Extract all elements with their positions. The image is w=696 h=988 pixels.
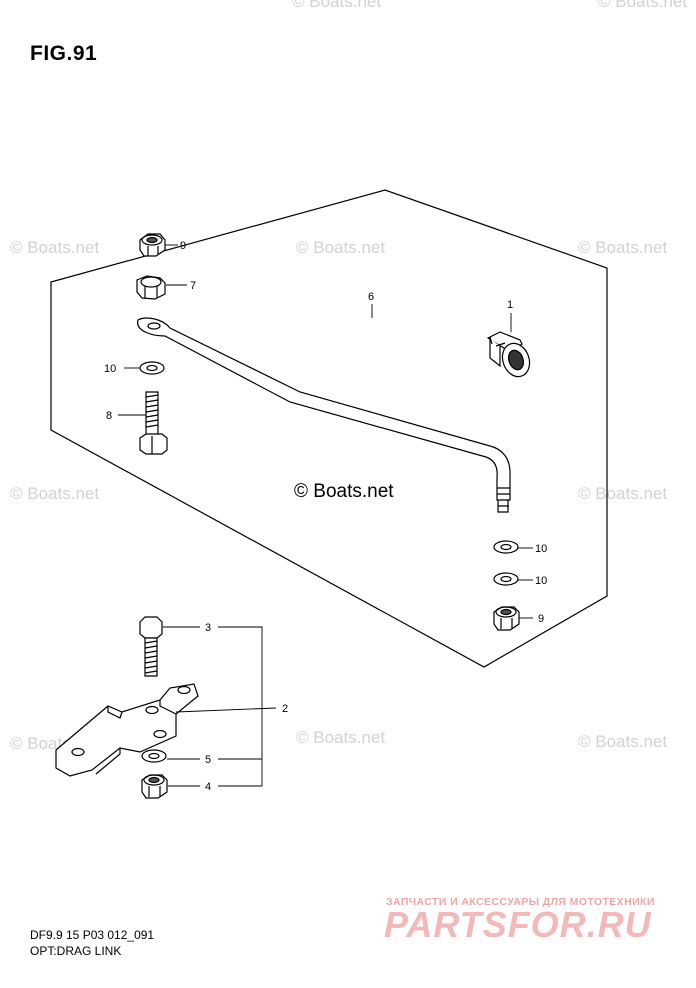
callout-10-top: 10 [104, 363, 116, 375]
figure-title: FIG.91 [30, 42, 98, 65]
callout-10-right-1: 10 [535, 543, 547, 555]
watermark: © Boats.net [578, 732, 668, 751]
watermark: © Boats.net [296, 238, 386, 257]
watermark: © Boats.net [578, 484, 668, 503]
watermark: © Boats.net [578, 238, 668, 257]
callout-5: 5 [205, 754, 211, 766]
bolt-part-8 [139, 391, 168, 455]
leader-lines [118, 244, 533, 787]
callout-9-right: 9 [538, 613, 544, 625]
washer-part-5 [141, 749, 167, 763]
nut-part-7 [136, 275, 166, 300]
lock-nut-part-4 [141, 774, 168, 799]
lock-nut-part-9-top [139, 233, 166, 257]
center-watermark: © Boats.net [294, 481, 394, 502]
callout-8: 8 [106, 410, 112, 422]
bracket-part-2 [55, 683, 199, 777]
figure-caption: OPT:DRAG LINK [30, 944, 122, 958]
callout-7: 7 [190, 280, 196, 292]
watermark: © Boats.net [598, 0, 688, 11]
bolt-part-3 [139, 616, 163, 677]
callout-3: 3 [205, 622, 211, 634]
callout-10-right-2: 10 [535, 575, 547, 587]
callout-6: 6 [368, 291, 374, 303]
watermark: © Boats.net [292, 0, 382, 11]
model-code: DF9.9 15 P03 012_091 [30, 928, 155, 942]
washer-part-10-right [493, 540, 519, 554]
watermark: © Boats.net [296, 728, 386, 747]
brand-logo: PARTSFOR.RU [384, 904, 652, 945]
drag-link-rod-part-6 [137, 317, 511, 513]
callout-1: 1 [507, 299, 513, 311]
callout-4: 4 [205, 781, 211, 793]
washer-part-10-top [139, 361, 165, 375]
fitting-part-1 [486, 331, 531, 378]
callout-2: 2 [282, 703, 288, 715]
lock-nut-part-9-right [493, 606, 520, 631]
washer-part-10-right-2 [493, 572, 519, 586]
watermark: © Boats.net [10, 238, 100, 257]
callout-9-top: 9 [180, 240, 186, 252]
kit-outline [50, 189, 608, 668]
watermark: © Boats.net [10, 484, 100, 503]
brand-tagline: ЗАПЧАСТИ И АКСЕССУАРЫ ДЛЯ МОТОТЕХНИКИ [386, 896, 655, 908]
